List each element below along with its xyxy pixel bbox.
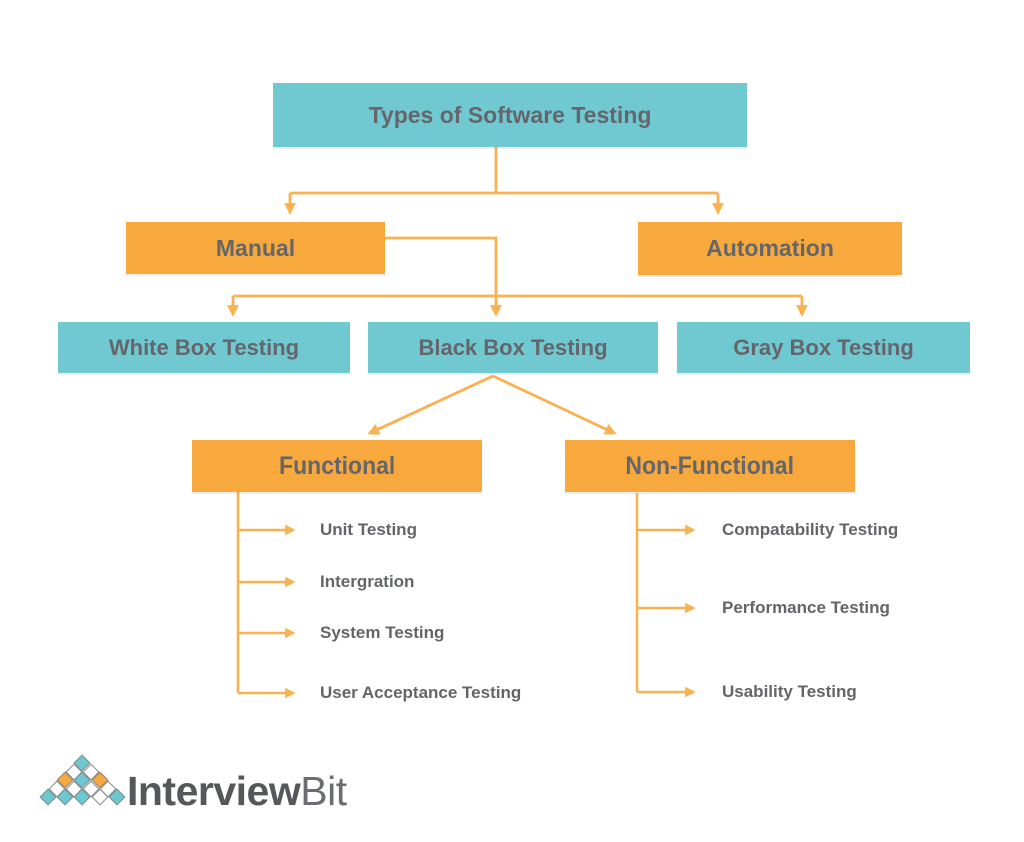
leaf-user-acceptance-testing: User Acceptance Testing — [320, 683, 522, 702]
leaf-performance-testing: Performance Testing — [722, 598, 890, 617]
logo-text-interview: Interview — [127, 767, 301, 814]
node-white-box-testing: White Box Testing — [58, 322, 350, 373]
node-manual-label: Manual — [215, 234, 296, 261]
node-non-functional: Non-Functional — [565, 440, 855, 492]
leaf-system-testing: System Testing — [320, 623, 445, 642]
node-functional: Functional — [192, 440, 482, 492]
leaf-intergration: Intergration — [320, 572, 415, 591]
leaf-unit-testing: Unit Testing — [320, 520, 417, 539]
node-gray-box-testing: Gray Box Testing — [677, 322, 970, 373]
node-black-box-testing-label: Black Box Testing — [418, 334, 608, 360]
node-non-functional-label: Non-Functional — [625, 451, 795, 480]
logo-text-bit: Bit — [300, 767, 347, 814]
node-automation-label: Automation — [706, 235, 834, 261]
node-white-box-testing-label: White Box Testing — [108, 334, 300, 360]
node-gray-box-testing-label: Gray Box Testing — [733, 334, 914, 360]
leaf-compatability-testing: Compatability Testing — [722, 520, 899, 539]
root-node-types-of-software-testing: Types of Software Testing — [273, 83, 747, 147]
node-black-box-testing: Black Box Testing — [368, 322, 658, 373]
node-functional-label: Functional — [278, 451, 396, 480]
root-node-label: Types of Software Testing — [368, 101, 652, 128]
node-automation: Automation — [638, 222, 902, 275]
node-manual: Manual — [126, 222, 385, 274]
leaf-usability-testing: Usability Testing — [722, 682, 857, 701]
